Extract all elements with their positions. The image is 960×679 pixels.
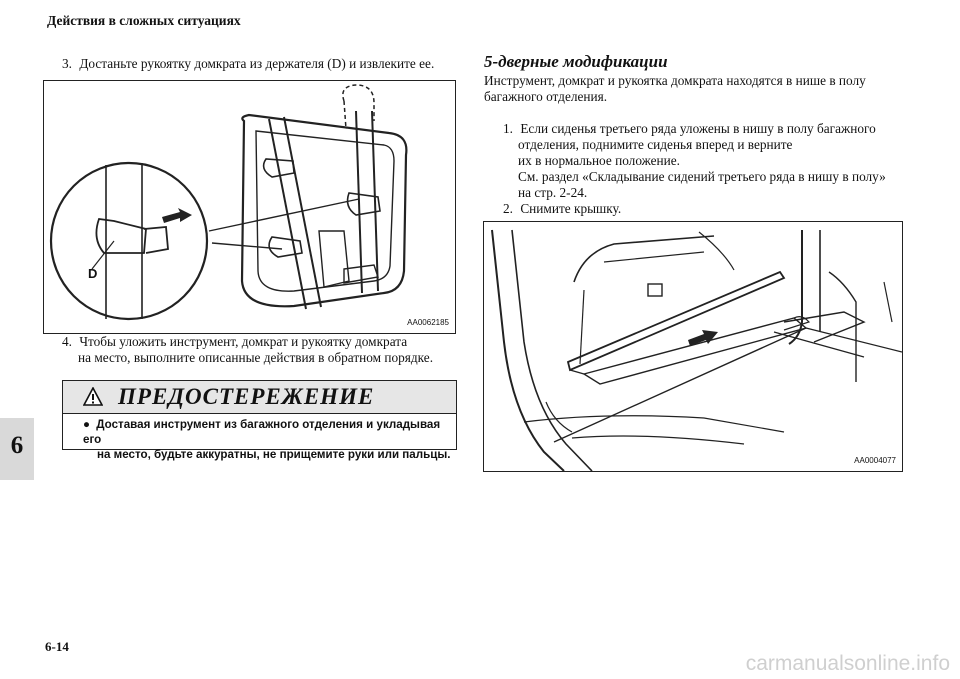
- page-number: 6-14: [45, 639, 69, 654]
- section-title: 5-дверные модификации: [484, 52, 668, 71]
- warning-header-band: [63, 381, 456, 414]
- step-text: Снимите крышку.: [520, 201, 622, 216]
- warning-triangle-icon: [83, 387, 103, 406]
- intro-line-2: багажного отделения.: [484, 89, 608, 104]
- cargo-cover-illustration: [491, 229, 903, 472]
- bullet-icon: ●: [83, 418, 91, 431]
- step-text: Достаньте рукоятку домкрата из держателя…: [79, 56, 435, 71]
- callout-d: D: [88, 266, 98, 281]
- step-1: 1. Если сиденья третьего ряда уложены в …: [503, 121, 886, 201]
- step-number: 3.: [62, 56, 72, 71]
- warning-line-2: на место, будьте аккуратны, не прищемите…: [97, 448, 451, 461]
- step-text-line-3: их в нормальное положение.: [518, 153, 681, 168]
- step-text-line-4: См. раздел «Складывание сидений третьего…: [518, 169, 886, 184]
- watermark: carmanualsonline.info: [745, 652, 950, 675]
- step-number: 2.: [503, 201, 513, 216]
- chapter-number: 6: [10, 432, 24, 459]
- running-header: Действия в сложных ситуациях: [47, 13, 241, 28]
- warning-box: ПРЕДОСТЕРЕЖЕНИЕ ● Доставая инструмент из…: [62, 380, 457, 461]
- warning-text: ● Доставая инструмент из багажного отдел…: [83, 417, 451, 462]
- chapter-tab: [0, 418, 34, 480]
- step-text-line-1: Чтобы уложить инструмент, домкрат и руко…: [79, 334, 408, 349]
- step-number: 1.: [503, 121, 513, 136]
- figure-jack-handle-holder: D AA0062185: [43, 80, 456, 334]
- step-2: 2. Снимите крышку.: [503, 201, 621, 217]
- step-number: 4.: [62, 334, 72, 349]
- step-text-line-1: Если сиденья третьего ряда уложены в ниш…: [520, 121, 876, 136]
- step-3: 3. Достаньте рукоятку домкрата из держат…: [62, 56, 434, 72]
- step-4: 4. Чтобы уложить инструмент, домкрат и р…: [62, 334, 433, 366]
- intro-paragraph: Инструмент, домкрат и рукоятка домкрата …: [484, 73, 866, 105]
- figure-cargo-floor-cover: AA0004077: [483, 221, 903, 472]
- step-text-line-2: отделения, поднимите сиденья вперед и ве…: [518, 137, 793, 152]
- step-text-line-5: на стр. 2-24.: [518, 185, 588, 200]
- step-text-line-2: на место, выполните описанные действия в…: [78, 350, 434, 365]
- warning-line-1: Доставая инструмент из багажного отделен…: [83, 418, 441, 446]
- intro-line-1: Инструмент, домкрат и рукоятка домкрата …: [484, 73, 866, 88]
- figure-code: AA0062185: [407, 318, 449, 327]
- warning-title: ПРЕДОСТЕРЕЖЕНИЕ: [118, 384, 375, 409]
- figure-code: AA0004077: [854, 456, 896, 465]
- jack-handle-illustration: [49, 84, 408, 321]
